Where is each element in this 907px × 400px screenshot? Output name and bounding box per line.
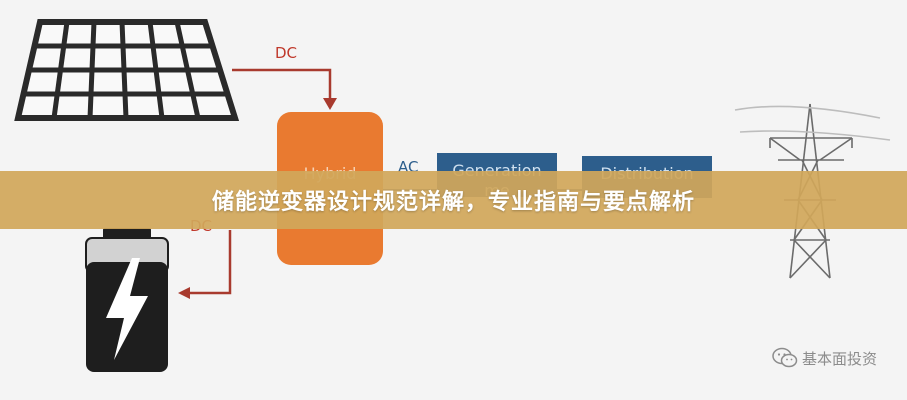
dc-top-arrow [232,68,332,100]
dc-top-arrowhead [323,98,337,110]
solar-panel-icon [14,19,240,121]
title-banner: 储能逆变器设计规范详解，专业指南与要点解析 [0,171,907,229]
dc-top-label: DC [275,44,298,62]
wechat-icon [772,347,798,368]
dc-bottom-arrowhead [178,287,190,299]
watermark-text: 基本面投资 [801,349,877,368]
watermark: 基本面投资 [772,347,877,369]
banner-title: 储能逆变器设计规范详解，专业指南与要点解析 [211,190,695,215]
battery-bolt-icon [85,228,169,372]
dc-bottom-arrow [188,230,232,295]
